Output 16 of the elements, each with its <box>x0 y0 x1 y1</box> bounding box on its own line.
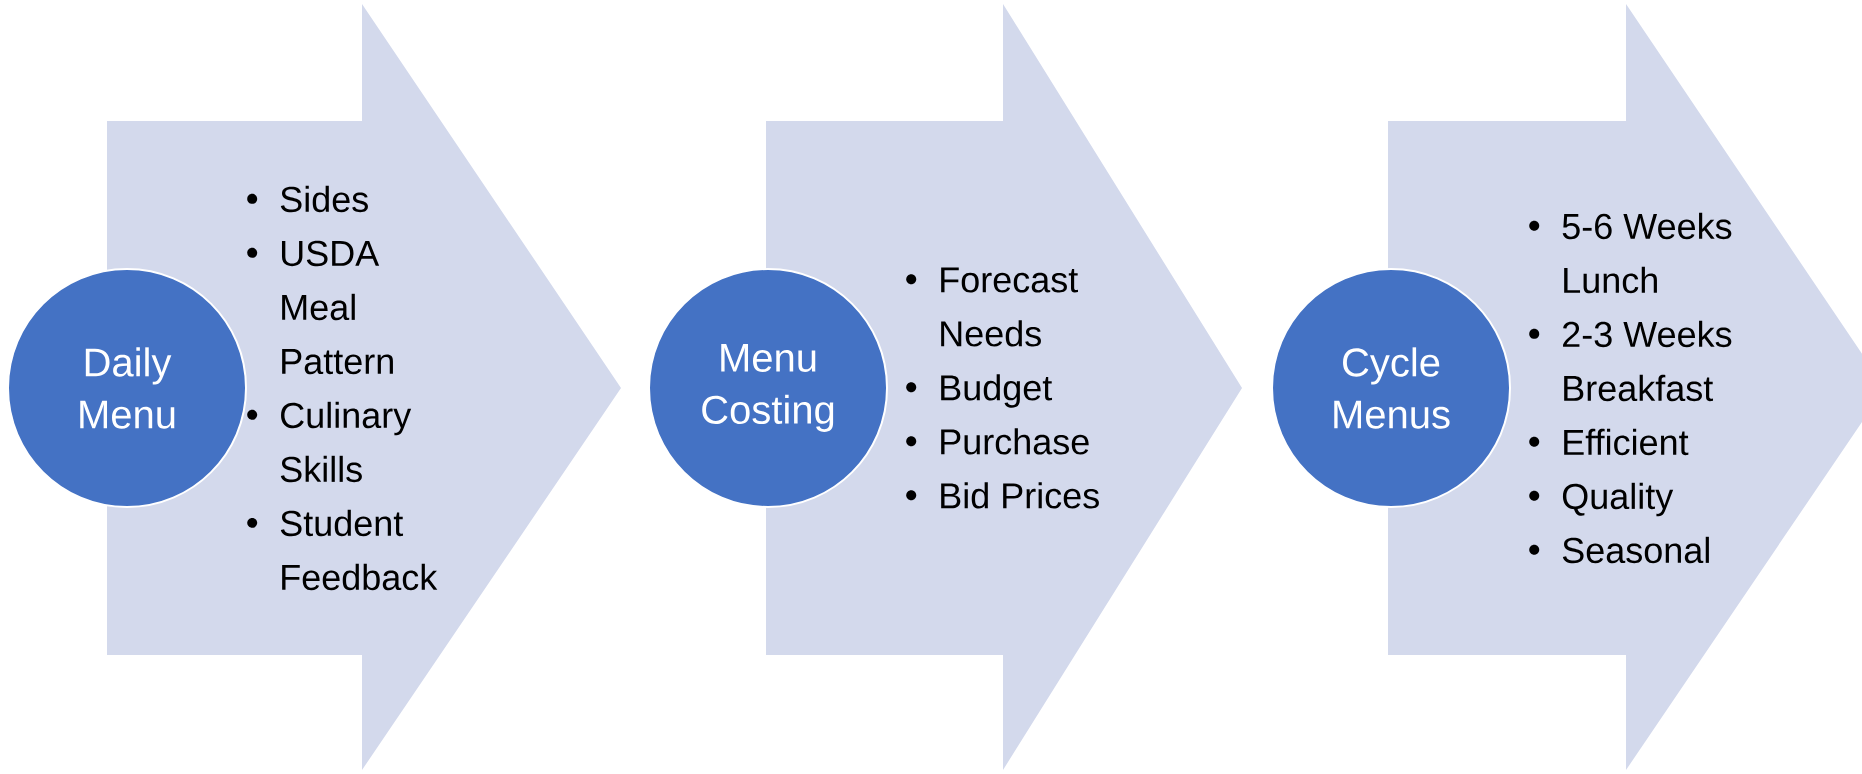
circle-node: Daily Menu <box>7 268 247 508</box>
bullet-item: Quality <box>1529 482 1674 517</box>
bullet-item: Budget <box>906 374 1053 408</box>
bullet-item: USDA Meal Pattern <box>247 240 393 375</box>
bullet-item: Efficient <box>1529 428 1689 456</box>
circle-node: Menu Costing <box>648 268 888 508</box>
bullet-item: Culinary Skills <box>247 401 412 483</box>
bullet-item: Bid Prices <box>906 482 1099 509</box>
bullet-item: 5-6 Weeks Lunch <box>1529 212 1732 294</box>
bullet-item: Seasonal <box>1529 536 1709 564</box>
bullet-item: Forecast Needs <box>906 267 1078 347</box>
bullet-item: 2-3 Weeks Breakfast <box>1529 320 1732 402</box>
circle-node: Cycle Menus <box>1271 268 1511 508</box>
bullet-item: Student Feedback <box>247 509 438 591</box>
bullet-item: Purchase <box>906 428 1089 455</box>
bullet-item: Sides <box>247 185 368 213</box>
